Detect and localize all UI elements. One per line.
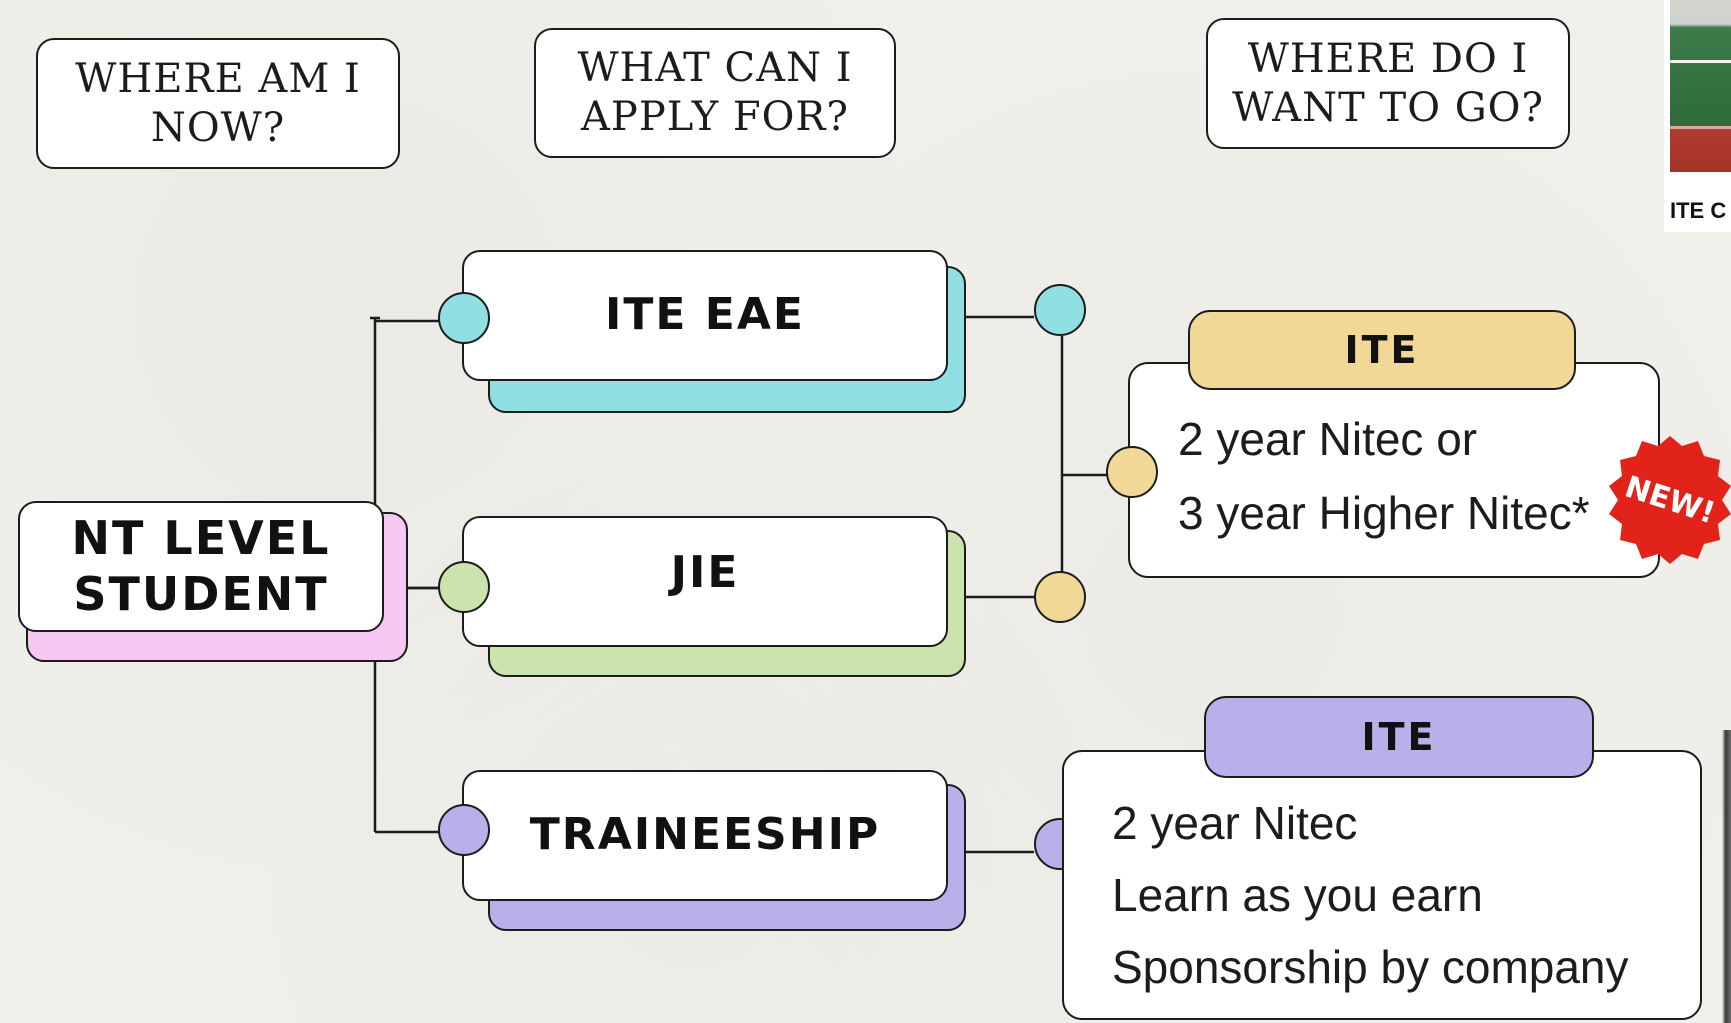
start-card: NT LEVEL STUDENT bbox=[18, 501, 384, 632]
new-badge: NEW! bbox=[1609, 436, 1731, 564]
option-dot-traineeship bbox=[438, 804, 490, 856]
destination-line: Learn as you earn bbox=[1112, 869, 1483, 921]
option-dot-ite-eae bbox=[438, 292, 490, 344]
side-photo-image bbox=[1670, 0, 1731, 172]
option-card-jie: JIE bbox=[462, 516, 948, 647]
destination-tab-label: ITE bbox=[1361, 715, 1437, 759]
side-photo-caption: ITE C bbox=[1670, 198, 1727, 223]
option-dot-jie bbox=[438, 561, 490, 613]
header-what-can-i-apply-for: WHAT CAN I APPLY FOR? bbox=[534, 28, 896, 158]
destination-dot-ite-eae bbox=[1034, 284, 1086, 336]
destination-tab-label: ITE bbox=[1344, 328, 1420, 372]
option-label-jie: JIE bbox=[670, 547, 740, 599]
destination-line: 2 year Nitec bbox=[1112, 797, 1358, 849]
header-where-am-i: WHERE AM I NOW? bbox=[36, 38, 400, 169]
option-label-traineeship: TRAINEESHIP bbox=[529, 809, 881, 861]
destination-card-ite-traineeship: 2 year Nitec Learn as you earn Sponsorsh… bbox=[1062, 750, 1702, 1020]
destination-line: Sponsorship by company bbox=[1112, 941, 1629, 993]
destination-junction-dot bbox=[1106, 446, 1158, 498]
side-photo-strip bbox=[1722, 730, 1731, 1023]
option-card-ite-eae: ITE EAE bbox=[462, 250, 948, 381]
destination-card-ite-nitec: 2 year Nitec or 3 year Higher Nitec* bbox=[1128, 362, 1660, 578]
header-what-can-i-apply-for-text: WHAT CAN I APPLY FOR? bbox=[577, 45, 853, 140]
header-where-am-i-text: WHERE AM I NOW? bbox=[75, 55, 361, 151]
destination-line: 2 year Nitec or bbox=[1178, 413, 1478, 465]
option-card-traineeship: TRAINEESHIP bbox=[462, 770, 948, 901]
destination-line: 3 year Higher Nitec* bbox=[1178, 487, 1590, 539]
destination-tab-ite: ITE bbox=[1188, 310, 1576, 390]
destination-tab-ite: ITE bbox=[1204, 696, 1594, 778]
header-where-do-i-want-to-go: WHERE DO I WANT TO GO? bbox=[1206, 18, 1570, 149]
side-photo: ITE C bbox=[1664, 0, 1731, 232]
destination-dot-jie bbox=[1034, 571, 1086, 623]
start-card-label: NT LEVEL STUDENT bbox=[71, 511, 331, 621]
header-where-do-i-want-to-go-text: WHERE DO I WANT TO GO? bbox=[1232, 35, 1544, 131]
option-label-ite-eae: ITE EAE bbox=[605, 289, 805, 341]
new-badge-starburst bbox=[1609, 436, 1731, 564]
